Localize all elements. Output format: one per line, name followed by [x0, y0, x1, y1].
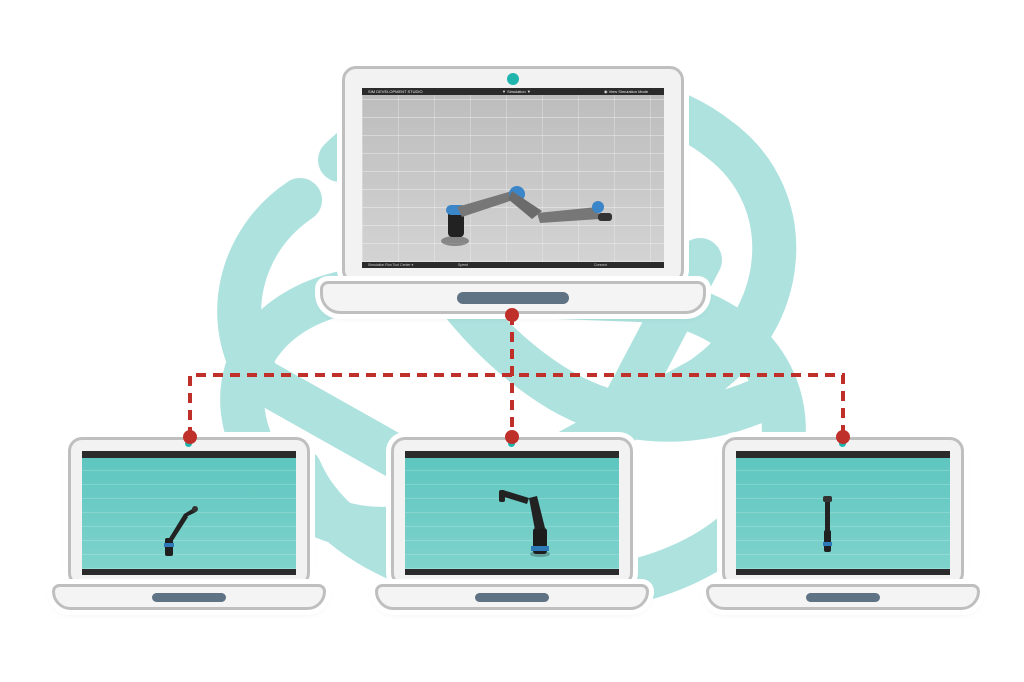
connect-label: Connect: [594, 263, 608, 267]
client-1-3d-viewport[interactable]: [82, 458, 296, 569]
client-2-screen: [405, 451, 619, 575]
client-2-3d-viewport[interactable]: [405, 458, 619, 569]
robot-arm-icon: [499, 490, 550, 557]
client-2-trackpad-icon: [475, 593, 549, 602]
client-3-trackpad-icon: [806, 593, 880, 602]
client-1-screen: [82, 451, 296, 575]
client-laptop-3: [706, 437, 980, 611]
connector-node-client-1: [183, 430, 197, 444]
connector-node-main: [505, 308, 519, 322]
client-3-topbar: [736, 451, 950, 458]
view-mode-toggle[interactable]: ◉ View Simulation Mode: [604, 89, 649, 94]
run-selector[interactable]: Simulation Run Tool Center ▾: [368, 263, 414, 267]
robot-arm-icon: [164, 506, 198, 556]
main-screen: SIM DEVELOPMENT STUDIO ▼ Simulation ▼ ◉ …: [362, 88, 664, 268]
client-3-bottombar: [736, 569, 950, 575]
main-camera-icon: [507, 73, 519, 85]
client-1-trackpad-icon: [152, 593, 226, 602]
robot-arm-icon: [823, 496, 832, 552]
main-3d-viewport[interactable]: [362, 95, 664, 262]
client-2-topbar: [405, 451, 619, 458]
speed-label: Speed: [458, 263, 469, 267]
connector-node-client-2: [505, 430, 519, 444]
client-laptop-1: [52, 437, 326, 611]
app-title: SIM DEVELOPMENT STUDIO: [368, 89, 423, 94]
main-topbar: SIM DEVELOPMENT STUDIO ▼ Simulation ▼ ◉ …: [362, 88, 664, 95]
client-3-screen: [736, 451, 950, 575]
client-1-bottombar: [82, 569, 296, 575]
main-laptop: SIM DEVELOPMENT STUDIO ▼ Simulation ▼ ◉ …: [320, 66, 706, 316]
connector-node-client-3: [836, 430, 850, 444]
client-laptop-2: [375, 437, 649, 611]
robot-arm-icon: [441, 186, 612, 246]
main-trackpad-icon: [457, 292, 569, 304]
main-bottombar: Simulation Run Tool Center ▾ Speed Conne…: [362, 262, 664, 268]
client-2-bottombar: [405, 569, 619, 575]
client-1-topbar: [82, 451, 296, 458]
simulation-menu[interactable]: ▼ Simulation ▼: [502, 89, 531, 94]
client-3-3d-viewport[interactable]: [736, 458, 950, 569]
